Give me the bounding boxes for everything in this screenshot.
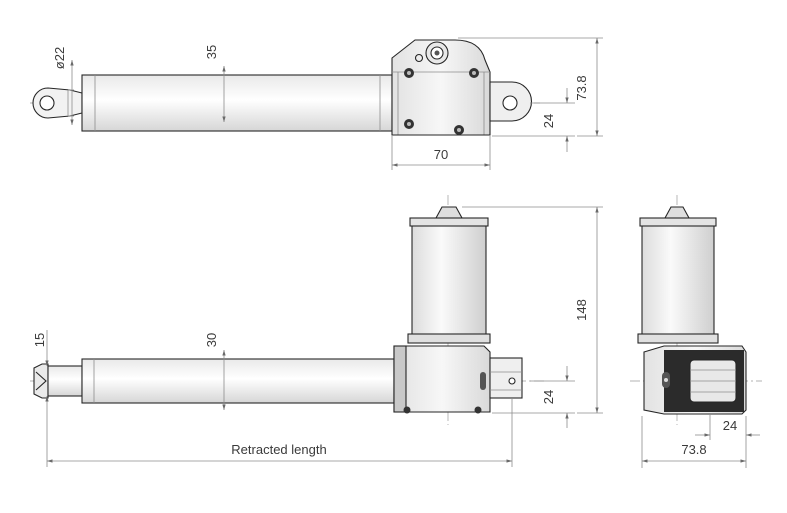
dim-top-rod-eye-label: ø22 xyxy=(52,47,67,69)
dim-top-eye-offset-label: 24 xyxy=(541,114,556,128)
dim-end-width-label: 73.8 xyxy=(681,442,706,457)
dim-top-overall-height: 73.8 xyxy=(458,37,603,137)
dim-top-overall-height-label: 73.8 xyxy=(574,75,589,100)
screw-icon xyxy=(469,68,479,78)
dim-top-eye-offset: 24 xyxy=(492,88,575,152)
dim-side-tube: 30 xyxy=(204,333,226,410)
dim-top-tube: 35 xyxy=(204,45,226,122)
dim-side-eye-offset-label: 24 xyxy=(541,390,556,404)
end-motor xyxy=(637,206,719,344)
dim-side-rod-label: 15 xyxy=(32,333,47,347)
dim-top-rod-eye: ø22 xyxy=(52,47,74,125)
end-view: 24 73.8 xyxy=(630,195,762,468)
dim-end-eye-offset-label: 24 xyxy=(723,418,737,433)
dim-top-housing-width: 70 xyxy=(391,136,491,170)
dim-side-rod: 15 xyxy=(32,330,49,410)
top-cable-gland xyxy=(414,41,449,65)
dim-top-housing-width-label: 70 xyxy=(434,147,448,162)
dim-side-motor-height-label: 148 xyxy=(574,299,589,321)
top-view: ø22 35 70 24 73.8 xyxy=(30,37,603,170)
dim-end-width: 73.8 xyxy=(641,416,747,468)
side-view: 15 30 24 148 Retracted length xyxy=(30,195,603,467)
top-outer-tube xyxy=(81,74,393,132)
dim-side-motor-height: 148 xyxy=(462,206,603,414)
dim-side-retracted-length-label: Retracted length xyxy=(231,442,326,457)
side-rear-clevis xyxy=(489,357,523,399)
screw-icon xyxy=(404,119,414,129)
top-rod-eye xyxy=(32,87,83,119)
dim-top-tube-label: 35 xyxy=(204,45,219,59)
side-outer-tube xyxy=(81,358,395,404)
dim-side-retracted-length: Retracted length xyxy=(46,398,513,467)
screw-icon xyxy=(404,68,414,78)
top-rear-eye xyxy=(489,81,532,122)
side-rod-end xyxy=(33,363,83,399)
top-housing-screws xyxy=(404,68,479,135)
dim-side-eye-offset: 24 xyxy=(492,366,575,428)
side-motor xyxy=(407,206,491,344)
dim-end-eye-offset: 24 xyxy=(695,414,760,440)
screw-icon xyxy=(454,125,464,135)
end-housing xyxy=(643,345,747,415)
dim-side-tube-label: 30 xyxy=(204,333,219,347)
side-gear-housing xyxy=(393,345,491,414)
